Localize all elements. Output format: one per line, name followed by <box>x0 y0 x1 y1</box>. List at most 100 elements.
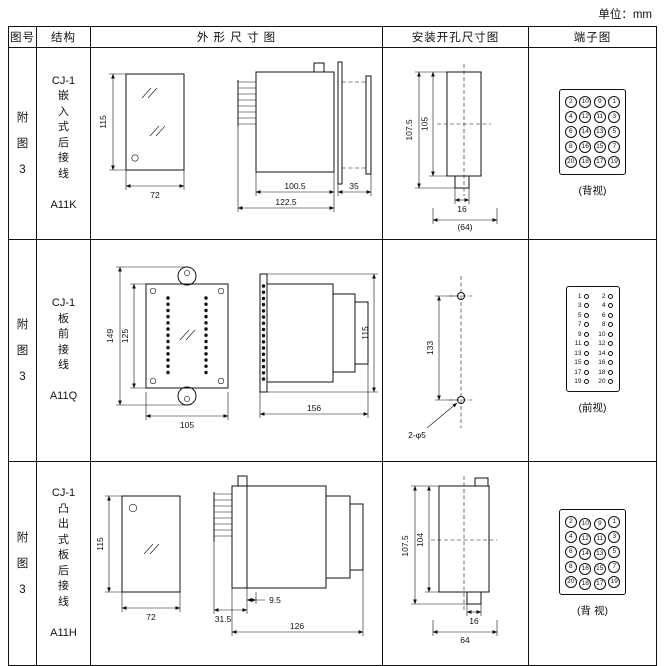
terminal: 10 <box>579 518 592 530</box>
dim-front-width: 105 <box>179 420 193 430</box>
col-header-install: 安装开孔尺寸图 <box>382 26 529 48</box>
terminal-number: 2 <box>601 292 606 300</box>
terminal-hole-icon <box>583 293 589 299</box>
terminal: 5 <box>573 312 589 319</box>
dim-pin-depth: 31.5 <box>214 614 231 624</box>
terminal: 2 <box>564 96 577 108</box>
terminal: 10 <box>597 331 613 338</box>
terminal-number: 19 <box>574 378 582 386</box>
terminal: 17 <box>573 369 589 376</box>
dim-cutout-outer-height: 107.5 <box>404 119 414 141</box>
panel-cutout <box>437 64 491 196</box>
table-row-a11k: 附 图 3 CJ-1 嵌 入 式 后 接 线 A11K <box>8 47 657 240</box>
terminal-hole-icon <box>583 360 589 366</box>
terminal: 6 <box>564 126 577 138</box>
terminal-number: 1 <box>577 292 582 300</box>
terminal: 17 <box>593 156 606 168</box>
terminal: 17 <box>593 578 606 590</box>
structure-label: CJ-1 板 前 接 线 A11Q <box>36 239 91 462</box>
terminal-number: 15 <box>574 359 582 367</box>
dim-ref-width: (64) <box>457 222 472 232</box>
dim-cutout-height: 104 <box>415 533 425 547</box>
dim-tab-width: 16 <box>457 204 467 214</box>
terminal: 20 <box>564 576 577 588</box>
terminal-view-label: (前视) <box>578 402 607 415</box>
terminal: 9 <box>573 331 589 338</box>
terminal-number: 4 <box>601 302 606 310</box>
terminal: 3 <box>573 302 589 309</box>
terminal: 12 <box>597 340 613 347</box>
dim-flange-thickness: 9.5 <box>269 595 281 605</box>
dim-front-width: 72 <box>150 190 160 200</box>
terminal-hole-icon <box>607 331 613 337</box>
dim-overall-width: 122.5 <box>275 197 297 207</box>
outline-drawing-a11h: 115 72 <box>95 475 363 636</box>
terminal: 16 <box>579 141 592 153</box>
terminal-hole-icon <box>607 379 613 385</box>
front-view-dimensions: 115 72 <box>95 495 180 622</box>
terminal-number: 3 <box>577 302 582 310</box>
dimension-table: 图号 结构 外 形 尺 寸 图 安装开孔尺寸图 端子图 附 图 3 CJ-1 嵌… <box>8 26 657 666</box>
terminal-number: 8 <box>601 321 606 329</box>
terminal-number: 18 <box>598 368 606 376</box>
table-row-a11q: 附 图 3 CJ-1 板 前 接 线 A11Q <box>8 239 657 462</box>
dim-cutout-height: 105 <box>420 117 430 131</box>
terminal-number: 6 <box>601 311 606 319</box>
terminal: 18 <box>579 578 592 590</box>
dim-bottom-width: 64 <box>460 635 470 645</box>
install-drawing-cell: 107.5 104 16 64 <box>382 461 529 666</box>
terminal: 18 <box>597 369 613 376</box>
outline-drawing-a11q: 149 125 105 <box>105 266 378 430</box>
terminal: 9 <box>593 96 606 108</box>
terminal: 11 <box>593 111 606 123</box>
terminal-number: 17 <box>574 368 582 376</box>
terminal-hole-icon <box>583 331 589 337</box>
dim-body-height: 125 <box>120 329 130 343</box>
terminal: 16 <box>597 359 613 366</box>
side-view-dimensions: 31.5 9.5 126 <box>213 542 363 636</box>
terminal: 19 <box>608 156 621 168</box>
col-header-outline: 外 形 尺 寸 图 <box>90 26 383 48</box>
terminal: 13 <box>573 350 589 357</box>
col-header-fig-no: 图号 <box>8 26 37 48</box>
terminal: 15 <box>593 141 606 153</box>
dim-tab-width: 16 <box>469 616 479 626</box>
col-header-terminal: 端子图 <box>528 26 657 48</box>
terminal-hole-icon <box>607 350 613 356</box>
terminal: 8 <box>597 321 613 328</box>
outline-drawing-cell: 115 72 <box>90 461 383 666</box>
terminal-hole-icon <box>583 369 589 375</box>
terminal: 15 <box>573 359 589 366</box>
terminal: 3 <box>608 111 621 123</box>
terminal-hole-icon <box>607 369 613 375</box>
terminal-hole-icon <box>607 303 613 309</box>
terminal: 8 <box>564 141 577 153</box>
terminal: 7 <box>608 561 621 573</box>
terminal-hole-icon <box>607 312 613 318</box>
figure-number: 附 图 3 <box>8 239 37 462</box>
side-view <box>213 475 363 589</box>
terminal: 13 <box>593 548 606 560</box>
dim-overall-width: 126 <box>289 621 303 631</box>
install-drawing-a11q: 133 2-φ5 <box>408 276 473 440</box>
terminal: 14 <box>579 126 592 138</box>
terminal: 2 <box>597 293 613 300</box>
terminal-hole-icon <box>607 322 613 328</box>
terminal-number: 11 <box>574 340 582 348</box>
table-row-a11h: 附 图 3 CJ-1 凸 出 式 板 后 接 线 A11H <box>8 461 657 666</box>
front-view <box>145 266 228 406</box>
terminal-hole-icon <box>583 322 589 328</box>
outline-drawing-cell: 149 125 105 <box>90 239 383 462</box>
terminal-number: 14 <box>598 349 606 357</box>
cutout-dimensions: 107.5 105 16 (64) <box>404 71 498 232</box>
terminal: 7 <box>608 141 621 153</box>
terminal-number: 13 <box>574 349 582 357</box>
terminal: 4 <box>564 531 577 543</box>
front-view <box>121 495 180 593</box>
terminal: 11 <box>573 340 589 347</box>
terminal: 1 <box>573 293 589 300</box>
